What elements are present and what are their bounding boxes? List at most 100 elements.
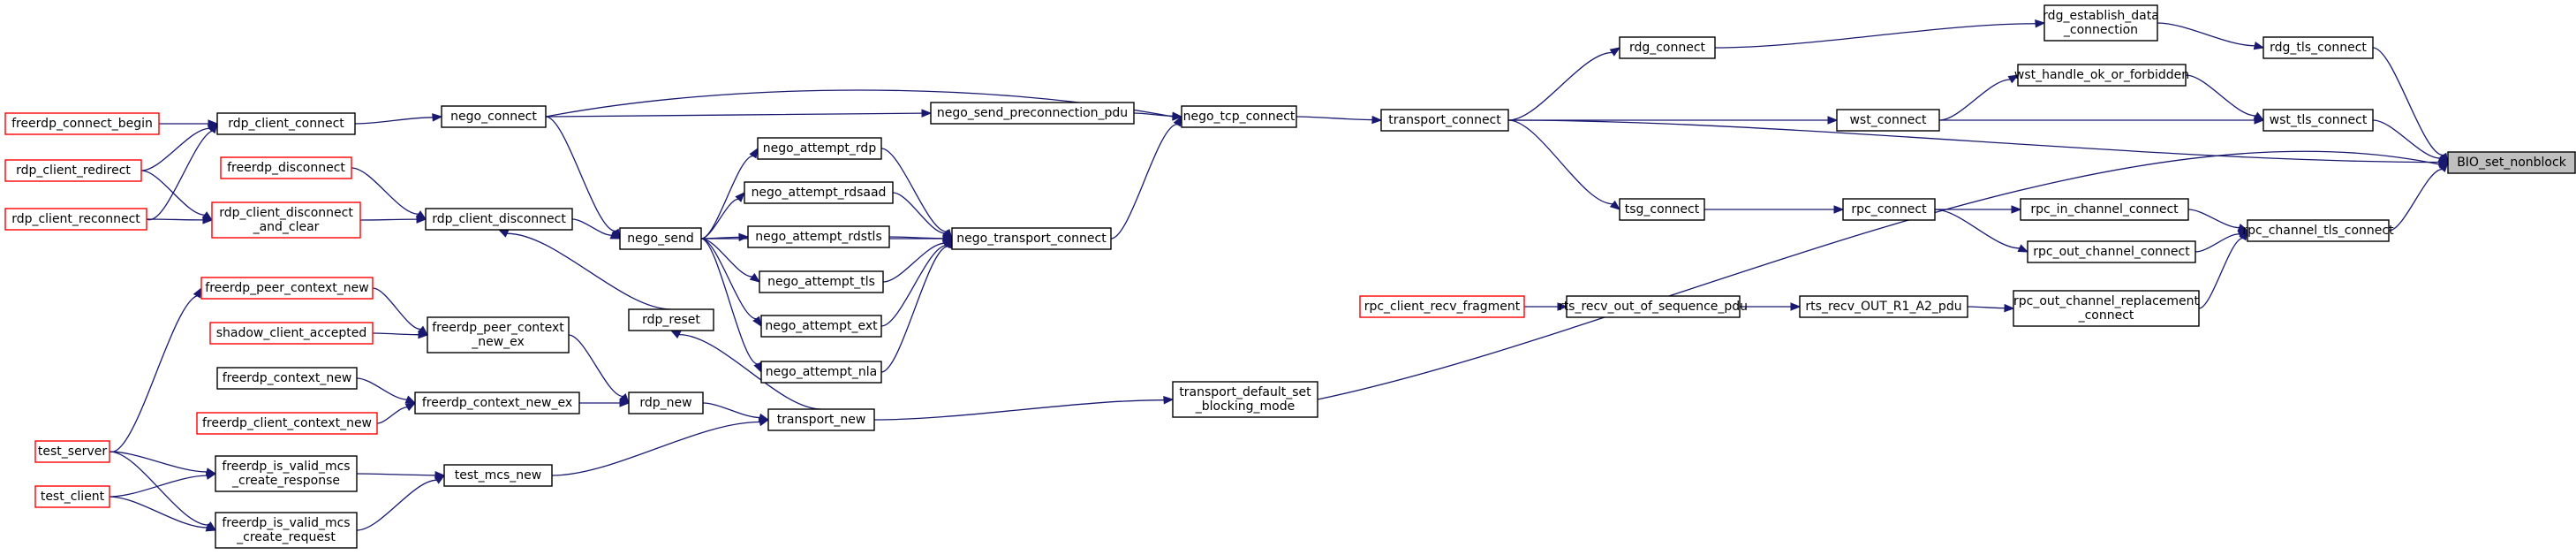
node-nego-connect[interactable]: nego_connect (441, 105, 547, 128)
edge-arrowhead (193, 286, 202, 299)
node-freerdp-connect-begin[interactable]: freerdp_connect_begin (4, 112, 160, 135)
node-label: _and_clear (253, 220, 320, 234)
node-freerdp-client-ctx-new[interactable]: freerdp_client_context_new (196, 412, 378, 435)
node-box (760, 361, 882, 384)
node-box (757, 137, 882, 160)
node-rpc-client-recv[interactable]: rpc_client_recv_fragment (1359, 295, 1525, 318)
node-freerdp-peer-ctx-new-ex[interactable]: freerdp_peer_context_new_ex (427, 316, 570, 354)
node-transport-new[interactable]: transport_new (767, 408, 875, 431)
call-edge-transport_conn-to-rdg_conn (1507, 47, 1621, 121)
node-label: nego_attempt_tls (767, 275, 875, 289)
node-box (1842, 198, 1936, 221)
node-rts-recv-oos[interactable]: rts_recv_out_of_sequence_pdu (1559, 295, 1748, 318)
node-nego-send-pre[interactable]: nego_send_preconnection_pdu (930, 102, 1135, 125)
node-freerdp-disconnect[interactable]: freerdp_disconnect (220, 156, 352, 179)
node-label: shadow_client_accepted (216, 326, 367, 340)
node-freerdp-ctx-new[interactable]: freerdp_context_new (216, 367, 358, 390)
call-edge-tsg_conn-to-rpc_conn (1704, 205, 1845, 214)
edge-arrowhead (415, 210, 427, 220)
node-rpc-out[interactable]: rpc_out_channel_connect (2027, 240, 2196, 263)
node-label: freerdp_peer_context (432, 321, 564, 335)
node-rdg-tls[interactable]: rdg_tls_connect (2262, 36, 2374, 59)
node-wst-handle[interactable]: wst_handle_ok_or_forbidden (2014, 64, 2189, 87)
edge-arrowhead (432, 113, 443, 122)
edge-arrowhead (2004, 303, 2015, 313)
edge-line (146, 218, 204, 221)
node-transport-default[interactable]: transport_default_set_blocking_mode (1172, 381, 1318, 418)
node-wst-conn[interactable]: wst_connect (1836, 109, 1940, 132)
edge-line (880, 245, 947, 327)
node-freerdp-ctx-new-ex[interactable]: freerdp_context_new_ex (414, 392, 580, 414)
node-label: transport_default_set (1179, 385, 1311, 399)
node-label: rdp_client_reconnect (11, 212, 140, 226)
node-nego-rdstls[interactable]: nego_attempt_rdstls (747, 225, 890, 248)
node-label: nego_attempt_nla (766, 365, 877, 379)
call-edge-nego_rdsaad-to-nego_transport (892, 192, 954, 239)
node-test-server[interactable]: test_server (34, 440, 110, 463)
node-rdp-new[interactable]: rdp_new (628, 392, 704, 414)
node-rdp-client-disc[interactable]: rdp_client_disconnect (425, 208, 573, 231)
call-edge-rdp_client_connect-to-nego_connect (354, 113, 443, 125)
node-nego-transport[interactable]: nego_transport_connect (951, 227, 1112, 250)
call-edge-transport_new-to-transport_default (873, 395, 1175, 421)
node-label: freerdp_context_new (223, 371, 352, 385)
node-tsg-conn[interactable]: tsg_connect (1619, 198, 1705, 221)
node-label: rdp_client_redirect (16, 163, 131, 178)
node-transport-conn[interactable]: transport_connect (1380, 109, 1509, 132)
edge-arrowhead (1833, 205, 1845, 214)
node-label: rpc_out_channel_replacement (2013, 294, 2200, 308)
node-box (215, 455, 358, 492)
node-freerdp-peer-ctx-new[interactable]: freerdp_peer_context_new (200, 277, 374, 300)
node-label: freerdp_peer_context_new (205, 281, 368, 295)
node-test-client[interactable]: test_client (34, 485, 110, 508)
node-rpc-conn[interactable]: rpc_connect (1842, 198, 1936, 221)
node-box (2017, 64, 2187, 87)
node-rdp-client-redirect[interactable]: rdp_client_redirect (4, 159, 142, 182)
edge-line (372, 332, 419, 336)
node-mcs-create-request[interactable]: freerdp_is_valid_mcs_create_request (215, 512, 358, 549)
node-rpc-ch-tls[interactable]: rpc_channel_tls_connect (2242, 219, 2394, 242)
edge-arrowhead (1371, 115, 1383, 125)
node-bio[interactable]: BIO_set_nonblock (2447, 151, 2576, 174)
node-rdg-conn[interactable]: rdg_connect (1619, 36, 1716, 59)
node-label: freerdp_context_new_ex (422, 396, 572, 410)
node-rdg-est[interactable]: rdg_establish_data_connection (2043, 4, 2159, 42)
node-nego-rdsaad[interactable]: nego_attempt_rdsaad (744, 181, 894, 204)
call-edge-test_client-to-mcs_create_request (109, 496, 217, 532)
node-label: nego_attempt_rdsaad (752, 186, 887, 200)
node-nego-nla[interactable]: nego_attempt_nla (760, 361, 882, 384)
node-label: freerdp_is_valid_mcs (222, 460, 350, 474)
node-mcs-create-response[interactable]: freerdp_is_valid_mcs_create_response (215, 455, 358, 492)
call-edge-transport_conn-to-wst_conn (1508, 116, 1839, 125)
edge-arrowhead (1790, 302, 1802, 311)
node-nego-rdp[interactable]: nego_attempt_rdp (757, 137, 882, 160)
node-rpc-in[interactable]: rpc_in_channel_connect (2020, 198, 2189, 221)
edge-arrowhead (1557, 302, 1568, 311)
node-rdp-client-connect[interactable]: rdp_client_connect (216, 112, 356, 135)
node-wst-tls[interactable]: wst_tls_connect (2262, 109, 2374, 132)
node-label: _connection (2063, 23, 2138, 37)
node-label: transport_connect (1388, 113, 1501, 127)
edge-arrowhead (2437, 160, 2450, 169)
node-nego-tls[interactable]: nego_attempt_tls (759, 270, 884, 293)
node-nego-send[interactable]: nego_send (619, 227, 702, 250)
edge-line (356, 479, 437, 531)
node-nego-ext[interactable]: nego_attempt_ext (760, 315, 882, 338)
node-box (747, 225, 890, 248)
node-rdp-reset[interactable]: rdp_reset (628, 308, 714, 331)
edge-arrowhead (1609, 200, 1621, 210)
edge-line (571, 218, 612, 236)
call-edge-rpc_out-to-rpc_ch_tls (2195, 230, 2249, 253)
node-rpc-out-repl[interactable]: rpc_out_channel_replacement_connect (2013, 290, 2200, 327)
node-nego-tcp[interactable]: nego_tcp_connect (1181, 105, 1297, 128)
node-rdp-client-reconnect[interactable]: rdp_client_reconnect (4, 208, 147, 231)
node-test-mcs-new[interactable]: test_mcs_new (443, 464, 553, 487)
edge-line (892, 192, 946, 234)
node-box (2043, 4, 2158, 42)
node-rts-recv-a2[interactable]: rts_recv_OUT_R1_A2_pdu (1799, 295, 1968, 318)
call-edge-rpc_conn-to-rpc_out (1934, 209, 2029, 253)
edge-line (700, 238, 753, 278)
node-box (1619, 36, 1716, 59)
node-rdp-client-disc-clear[interactable]: rdp_client_disconnect_and_clear (211, 201, 361, 239)
node-shadow-client-accepted[interactable]: shadow_client_accepted (209, 322, 374, 345)
